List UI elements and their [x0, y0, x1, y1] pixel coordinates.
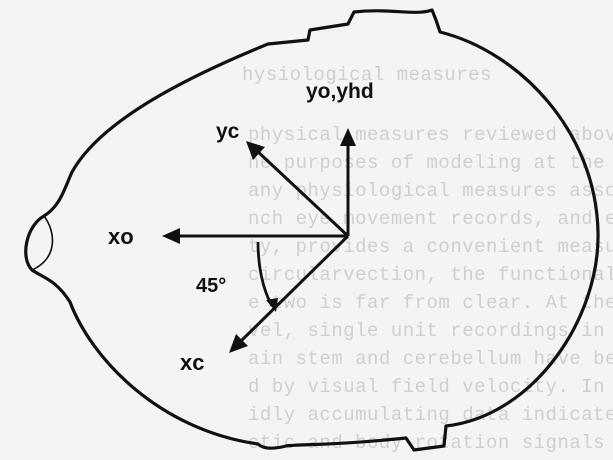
xc-axis-line: [238, 234, 350, 344]
bleed-line: circularvection, the functional rel: [248, 264, 613, 286]
bleed-line: physical measures reviewed above are: [248, 124, 613, 146]
label-xo: xo: [108, 224, 134, 249]
bleed-line: idly accumulating data indicate the: [248, 404, 613, 426]
bleed-line: nch eye movement records, and easy: [248, 208, 613, 230]
label-yo-yhd: yo,yhd: [306, 80, 374, 103]
bleed-through-text: hysiological measures physical measures …: [242, 64, 613, 454]
bleed-line: hysiological measures: [242, 64, 492, 86]
bleed-line: ne purposes of modeling at the present: [248, 152, 613, 174]
bleed-line: any physiological measures associated: [248, 180, 613, 202]
yc-axis-line: [254, 148, 350, 238]
head-outline: [24, 8, 600, 452]
bleed-line: ty, provides a convenient measure: [248, 236, 613, 258]
bleed-line: d by visual field velocity. In par: [248, 376, 613, 398]
bleed-line: e two is far from clear. At the el: [248, 292, 613, 314]
bleed-line: ain stem and cerebellum have been a: [248, 348, 613, 370]
yc-axis-arrowhead: [246, 141, 265, 160]
label-xc: xc: [180, 350, 204, 375]
label-yc: yc: [216, 120, 240, 143]
angle-arc-arrowhead: [266, 298, 278, 312]
xo-axis-arrowhead: [162, 228, 180, 244]
yo-axis-arrowhead: [340, 128, 356, 146]
nose-line: [31, 215, 54, 271]
bleed-line: vel, single unit recordings in var: [248, 320, 613, 342]
bleed-line: ctic and body rotation signals: [248, 432, 605, 454]
label-angle: 45°: [196, 275, 226, 297]
axes: [162, 128, 356, 353]
xc-axis-arrowhead: [229, 334, 248, 353]
